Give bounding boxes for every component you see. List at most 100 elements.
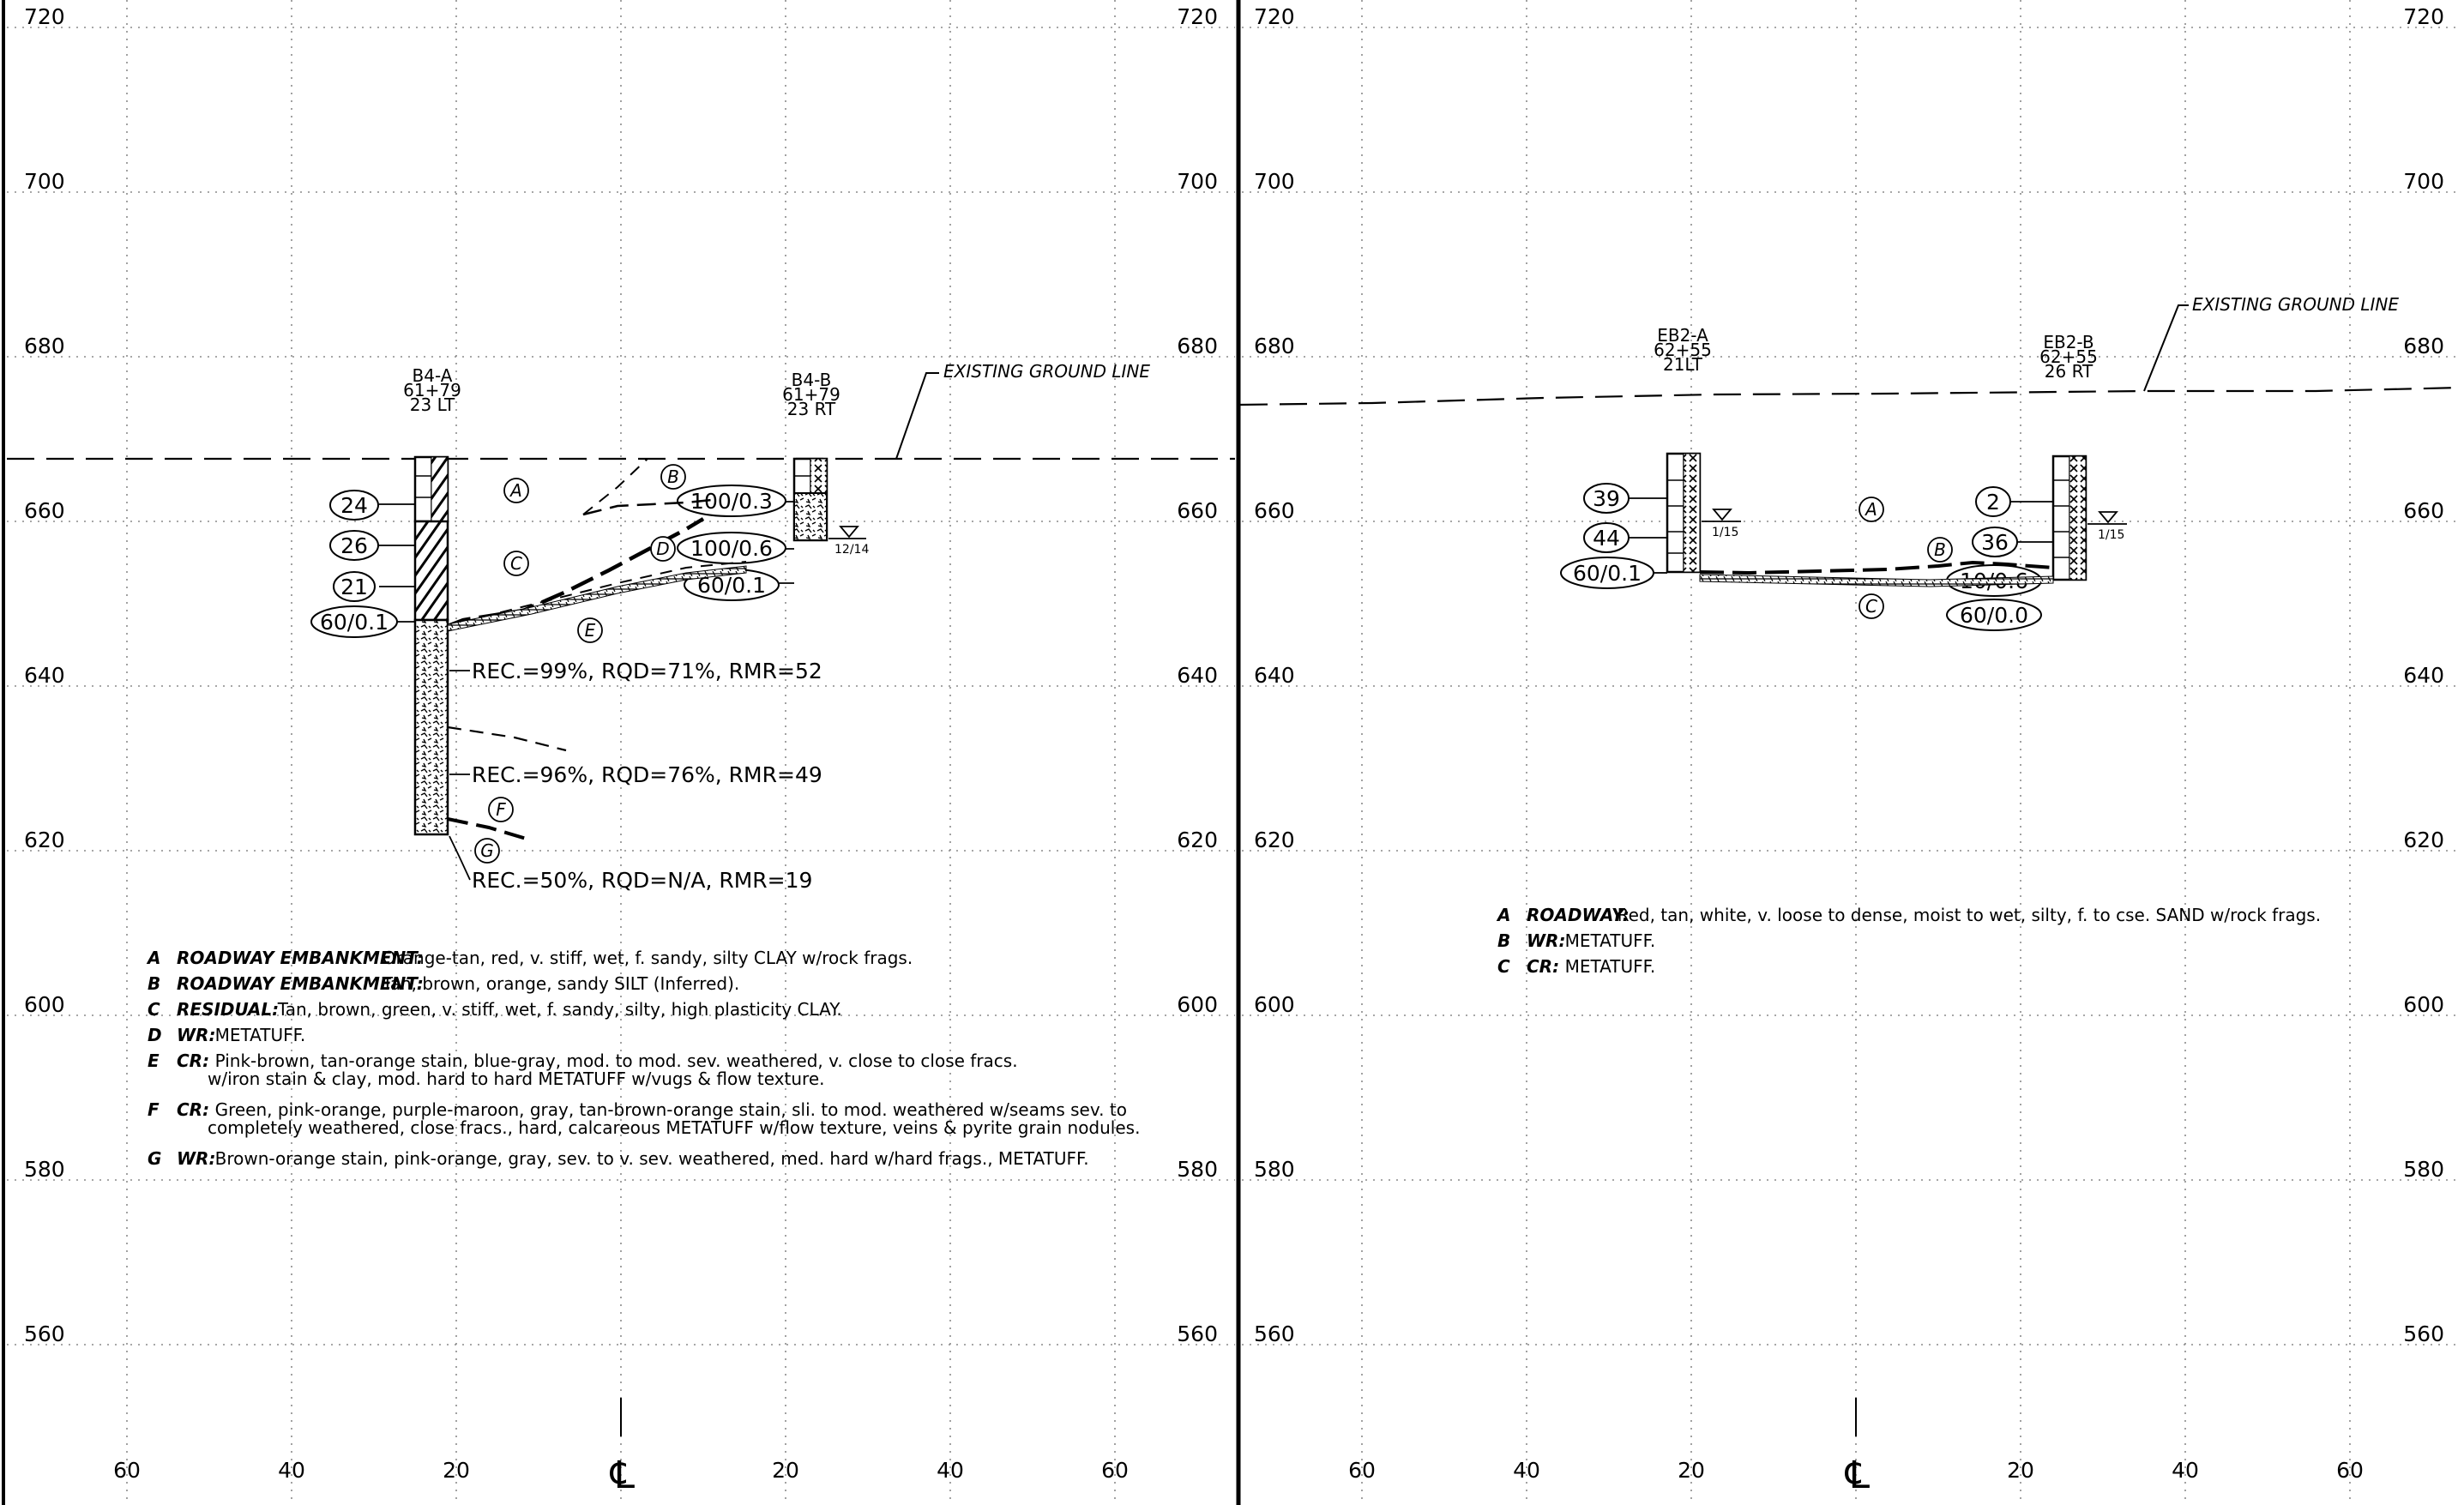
elevation-label: 620: [24, 828, 65, 852]
blow-counts-eb2b: 2 36 10/0.6 60/0.0: [1946, 486, 2053, 631]
legend-text-cont: completely weathered, close fracs., hard…: [208, 1117, 1140, 1138]
stratum-boundaries: [1699, 560, 2054, 587]
boring-offset: 23 RT: [787, 399, 836, 419]
offset-label: 40: [1513, 1458, 1540, 1483]
boring-offset: 23 LT: [410, 394, 455, 415]
boring-name: EB2-B: [2043, 332, 2093, 352]
elevation-label: 660: [1177, 498, 1218, 523]
boring-name: EB2-A: [1657, 325, 1708, 346]
rock-core-notes: REC.=99%, RQD=71%, RMR=52 REC.=96%, RQD=…: [449, 659, 822, 893]
blow-count: 36: [1981, 530, 2009, 555]
boring-log-eb2a: [1666, 452, 1702, 574]
blow-count: 60/0.1: [1573, 561, 1642, 586]
elevation-label: 580: [1177, 1157, 1218, 1182]
ground-line-leader: [895, 372, 939, 460]
legend-label: CR:: [1527, 956, 1559, 977]
legend-text: Red, tan, white, v. loose to dense, mois…: [1618, 905, 2321, 925]
elevation-label: 720: [2403, 4, 2444, 29]
elevation-label: 580: [24, 1157, 65, 1182]
elevation-label: 580: [1254, 1157, 1295, 1182]
boring-log-eb2b: [2051, 455, 2087, 581]
legend-label: WR:: [1527, 930, 1565, 951]
zone-label: A: [1864, 499, 1877, 520]
boring-b4b-header: B4-B 61+79 23 RT: [782, 370, 840, 419]
legend-label: CR:: [177, 1050, 209, 1071]
legend-label: ROADWAY EMBANKMENT:: [177, 948, 424, 968]
blow-count: 60/0.0: [1960, 603, 2028, 628]
zone-label: F: [496, 799, 506, 820]
offset-label: 60: [113, 1458, 141, 1483]
elevation-label: 560: [2403, 1321, 2444, 1346]
centerline-symbol: ℄: [610, 1454, 636, 1497]
legend-key: D: [148, 1025, 162, 1045]
zone-label: C: [1865, 596, 1877, 617]
blow-count: 60/0.1: [320, 610, 389, 635]
zone-label: B: [1934, 539, 1946, 560]
elevation-label: 660: [24, 498, 65, 523]
core-note: REC.=99%, RQD=71%, RMR=52: [472, 659, 822, 683]
elevation-label: 680: [1177, 334, 1218, 358]
legend-text: METATUFF.: [215, 1025, 306, 1045]
blow-count: 39: [1593, 486, 1620, 511]
blow-count: 2: [1986, 490, 2000, 515]
zone-label: A: [509, 480, 522, 501]
legend-key: B: [1497, 930, 1510, 951]
zone-labels: A B C D E F G: [474, 464, 686, 864]
blow-count: 100/0.6: [690, 536, 773, 561]
legend-key: G: [148, 1148, 161, 1169]
elevation-label: 700: [2403, 169, 2444, 194]
legend-text: METATUFF.: [1565, 930, 1656, 951]
legend-text: METATUFF.: [1565, 956, 1656, 977]
boring-name: B4-A: [413, 365, 453, 386]
ground-line-label: EXISTING GROUND LINE: [2192, 294, 2399, 315]
legend-text-cont: w/iron stain & clay, mod. hard to hard M…: [208, 1069, 824, 1089]
elevation-label: 640: [1254, 663, 1295, 688]
ground-line-leader: [2143, 304, 2189, 392]
legend-label: WR:: [177, 1025, 215, 1045]
legend-key: A: [146, 948, 160, 968]
ground-line-label: EXISTING GROUND LINE: [943, 361, 1150, 382]
offset-label: 60: [1348, 1458, 1376, 1483]
offset-label: 20: [2007, 1458, 2034, 1483]
centerline-symbol: ℄: [1845, 1454, 1871, 1497]
elevation-label: 640: [24, 663, 65, 688]
water-table-eb2b: 1/15: [2087, 511, 2127, 542]
offset-label: 60: [2336, 1458, 2364, 1483]
elevation-label: 600: [24, 992, 65, 1017]
legend-text: Brown-orange stain, pink-orange, gray, s…: [215, 1148, 1089, 1169]
elevation-label: 720: [1254, 4, 1295, 29]
legend-label: ROADWAY EMBANKMENT:: [177, 973, 424, 994]
boring-station: 62+55: [1654, 340, 1712, 360]
blow-count: 26: [340, 533, 368, 558]
elevation-label: 560: [24, 1321, 65, 1346]
legend-key: A: [1496, 905, 1510, 925]
boring-station: 61+79: [782, 384, 840, 405]
core-note: REC.=50%, RQD=N/A, RMR=19: [472, 868, 812, 893]
offset-label: 40: [2172, 1458, 2199, 1483]
offset-label: 20: [772, 1458, 799, 1483]
water-reading: 12/14: [834, 543, 869, 557]
elevation-label: 600: [1177, 992, 1218, 1017]
legend-item: D WR:METATUFF.: [148, 1025, 305, 1045]
elevation-label: 700: [1254, 169, 1295, 194]
elevation-label: 620: [2403, 828, 2444, 852]
blow-count: 24: [340, 493, 368, 518]
offset-label: 60: [1101, 1458, 1129, 1483]
elevation-label: 580: [2403, 1157, 2444, 1182]
boring-eb2b-header: EB2-B 62+55 26 RT: [2039, 332, 2098, 382]
elevation-label: 680: [1254, 334, 1295, 358]
elevation-label: 620: [1254, 828, 1295, 852]
stratum-boundaries: [447, 458, 747, 842]
elevation-label: 620: [1177, 828, 1218, 852]
elevation-label: 600: [2403, 992, 2444, 1017]
centerline-right: ℄: [1845, 1398, 1871, 1497]
